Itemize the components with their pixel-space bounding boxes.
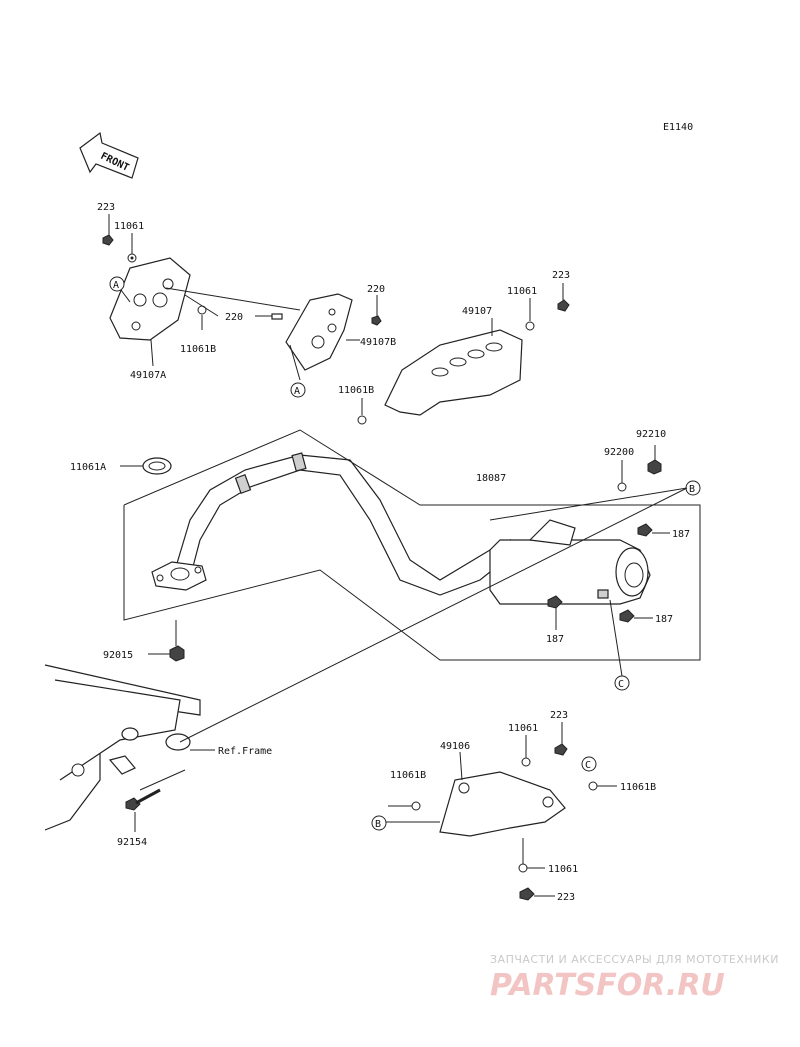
label-49107A: 49107A	[130, 370, 166, 381]
label-11061-d: 11061	[548, 864, 578, 875]
screw-220-b-icon	[371, 315, 382, 326]
front-arrow-icon: FRONT	[79, 131, 139, 179]
bolt-187-a-icon	[637, 523, 653, 537]
bolt-223-b-icon	[557, 299, 570, 312]
label-223-b: 223	[552, 270, 570, 281]
washer-11061B-b-icon	[357, 415, 367, 425]
nut-92210-icon	[647, 459, 662, 475]
washer-11061B-c-icon	[411, 801, 421, 811]
callout-a-1-label: A	[113, 280, 119, 291]
bolt-187-b-icon	[547, 595, 563, 609]
bolt-92154-icon	[125, 788, 161, 811]
label-11061B-b: 11061B	[338, 385, 374, 396]
diagram-code: E1140	[663, 122, 693, 133]
muffler-cover-49106	[439, 771, 566, 837]
label-ref-frame: Ref.Frame	[218, 746, 272, 757]
label-223-c: 223	[550, 710, 568, 721]
label-187-b: 187	[546, 634, 564, 645]
label-92015: 92015	[103, 650, 133, 661]
callout-b-1-label: B	[689, 484, 695, 495]
label-11061B-c: 11061B	[390, 770, 426, 781]
label-11061B-a: 11061B	[180, 344, 216, 355]
heat-guard-49107	[384, 329, 523, 416]
label-18087: 18087	[476, 473, 506, 484]
label-187-a: 187	[672, 529, 690, 540]
washer-11061-d-icon	[518, 863, 528, 873]
label-92200: 92200	[604, 447, 634, 458]
gasket-11061A-icon	[142, 457, 172, 475]
callout-c-1-label: C	[618, 679, 624, 690]
callout-c-2	[581, 756, 597, 772]
washer-92200-icon	[617, 482, 627, 492]
label-223-a: 223	[97, 202, 115, 213]
washer-11061B-d-icon	[588, 781, 598, 791]
label-223-d: 223	[557, 892, 575, 903]
label-220-b: 220	[367, 284, 385, 295]
heat-guard-49107B	[285, 293, 353, 371]
bolt-223-icon	[102, 234, 114, 246]
label-187-c: 187	[655, 614, 673, 625]
screw-220-icon	[271, 313, 283, 320]
heat-guard-49107A	[109, 257, 191, 341]
nut-92015-icon	[169, 645, 185, 662]
callout-c-1	[614, 675, 630, 691]
exhaust-pipe	[174, 452, 511, 596]
washer-11061-icon	[127, 253, 137, 263]
callout-b-2-label: B	[375, 819, 381, 830]
label-92210: 92210	[636, 429, 666, 440]
label-220-a: 220	[225, 312, 243, 323]
washer-11061-c-icon	[521, 757, 531, 767]
callout-c-2-label: C	[585, 760, 591, 771]
label-11061-c: 11061	[508, 723, 538, 734]
label-49107B: 49107B	[360, 337, 396, 348]
label-11061-a: 11061	[114, 221, 144, 232]
callout-a-2-label: A	[294, 386, 300, 397]
label-11061B-d: 11061B	[620, 782, 656, 793]
label-11061-b: 11061	[507, 286, 537, 297]
bolt-223-d-icon	[519, 887, 535, 901]
label-11061A: 11061A	[70, 462, 106, 473]
washer-11061-b-icon	[525, 321, 535, 331]
label-49106: 49106	[440, 741, 470, 752]
exhaust-flange	[151, 561, 207, 591]
callout-a-1	[109, 276, 125, 292]
label-92154: 92154	[117, 837, 147, 848]
watermark-tagline: ЗАПЧАСТИ И АКСЕССУАРЫ ДЛЯ МОТОТЕХНИКИ	[490, 953, 779, 966]
watermark-logo: PARTSFOR.RU	[490, 968, 725, 1003]
muffler-18087	[489, 519, 651, 605]
label-49107: 49107	[462, 306, 492, 317]
frame-section	[44, 664, 201, 831]
callout-a-2	[290, 382, 306, 398]
bolt-223-c-icon	[554, 743, 568, 756]
bolt-187-c-icon	[619, 609, 635, 623]
callout-b-2	[371, 815, 387, 831]
